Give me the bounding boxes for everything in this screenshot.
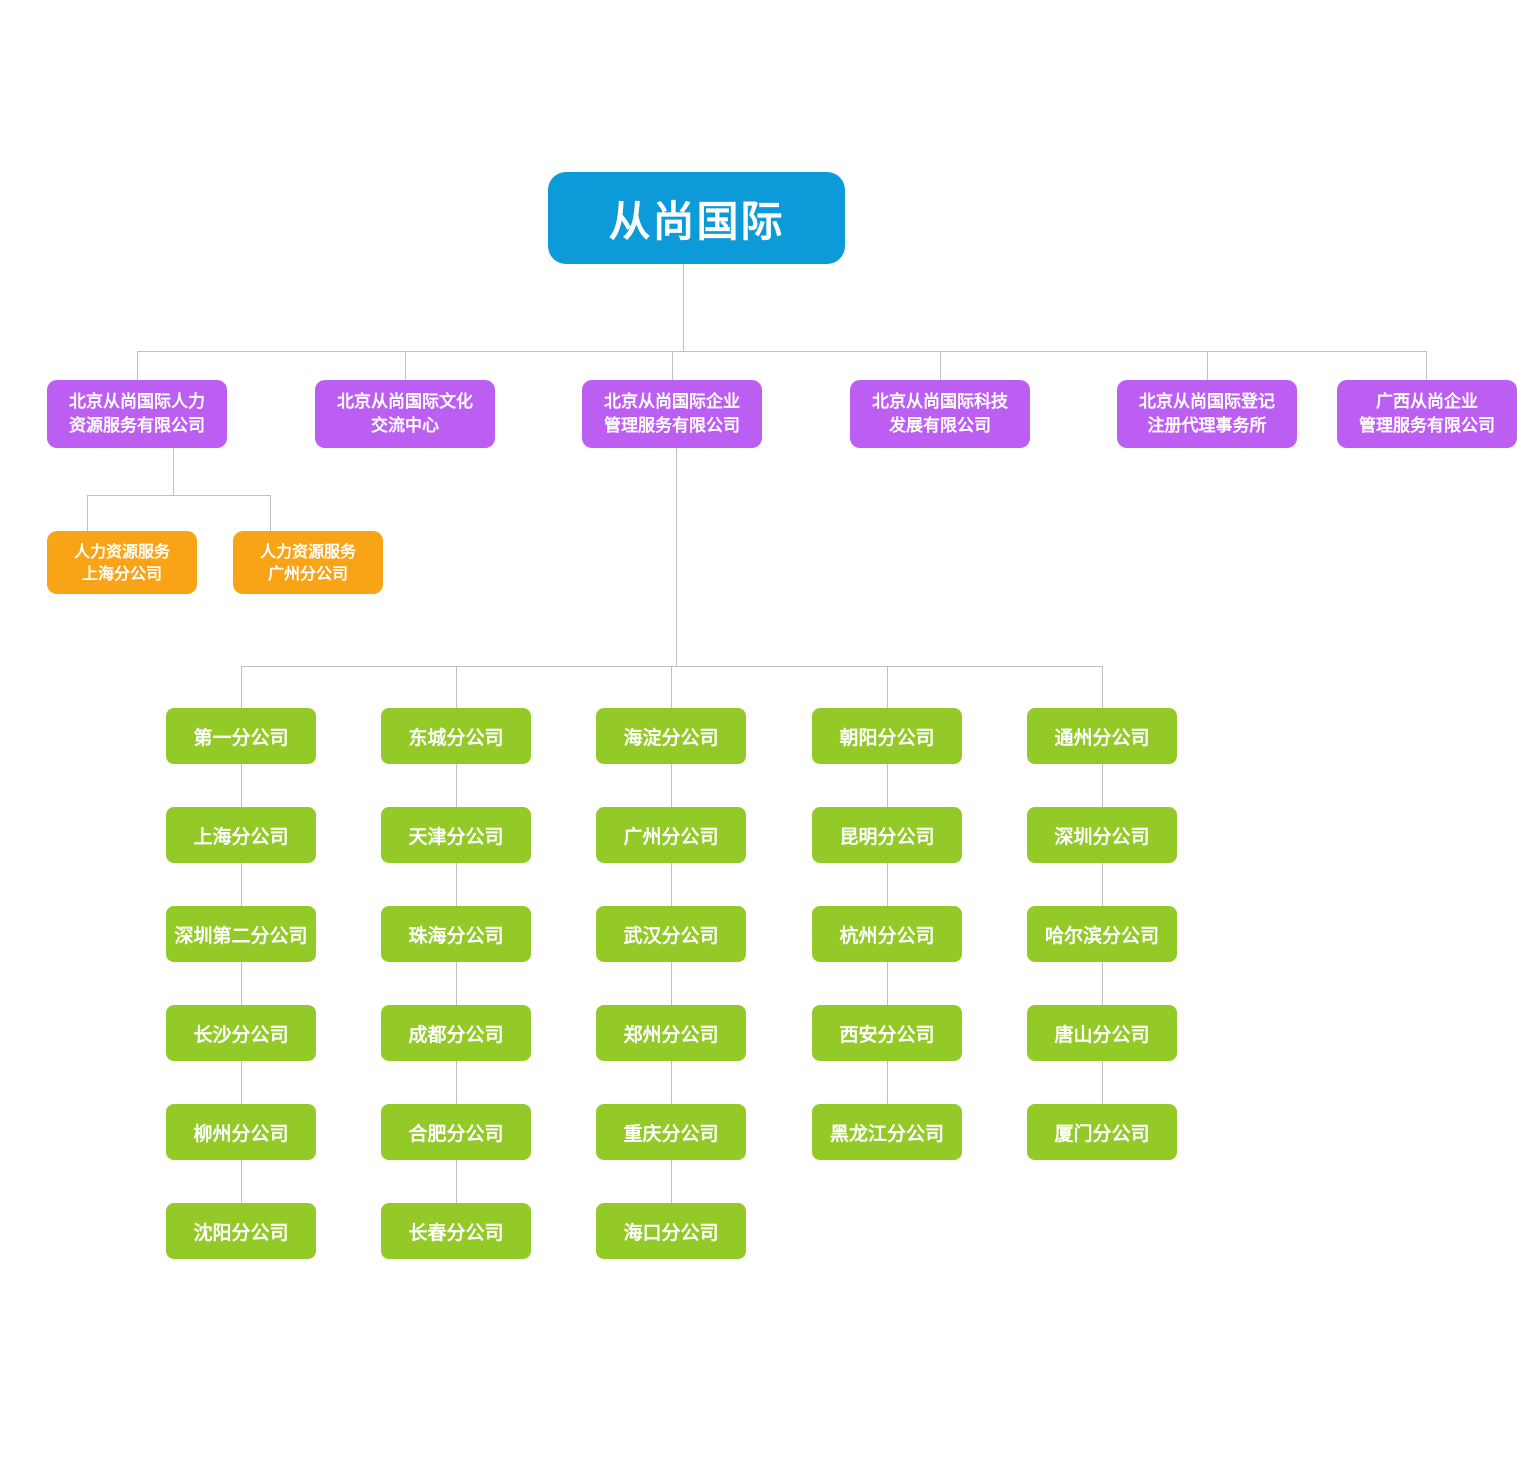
branch-office-node: 沈阳分公司 [166, 1203, 316, 1259]
branch-office-node: 海口分公司 [596, 1203, 746, 1259]
branch-office-node: 杭州分公司 [812, 906, 962, 962]
branch-office-label: 哈尔滨分公司 [1044, 924, 1159, 947]
branch-office-label: 西安分公司 [839, 1023, 935, 1046]
branch-office-node: 黑龙江分公司 [812, 1104, 962, 1160]
branch-office-label: 海口分公司 [623, 1221, 719, 1244]
branch-office-node: 海淀分公司 [596, 708, 746, 764]
branch-office-label: 上海分公司 [193, 825, 289, 848]
subsidiary-label: 北京从尚国际企业 管理服务有限公司 [604, 392, 740, 436]
branch-office-label: 成都分公司 [408, 1023, 504, 1046]
branch-office-node: 东城分公司 [381, 708, 531, 764]
branch-office-label: 深圳分公司 [1054, 825, 1150, 848]
branch-office-node: 郑州分公司 [596, 1005, 746, 1061]
subsidiary-node-enterprise: 北京从尚国际企业 管理服务有限公司 [582, 380, 762, 448]
subsidiary-label: 北京从尚国际人力 资源服务有限公司 [69, 392, 205, 436]
branch-office-node: 第一分公司 [166, 708, 316, 764]
branch-office-label: 海淀分公司 [623, 726, 719, 749]
subsidiary-node-hr: 北京从尚国际人力 资源服务有限公司 [47, 380, 227, 448]
branch-office-node: 昆明分公司 [812, 807, 962, 863]
branch-office-node: 哈尔滨分公司 [1027, 906, 1177, 962]
branch-office-label: 重庆分公司 [623, 1122, 719, 1145]
subsidiary-label: 北京从尚国际科技 发展有限公司 [872, 392, 1008, 436]
branch-office-label: 郑州分公司 [623, 1023, 719, 1046]
branch-office-node: 天津分公司 [381, 807, 531, 863]
branch-office-node: 朝阳分公司 [812, 708, 962, 764]
root-node: 从尚国际 [548, 172, 845, 264]
branch-office-label: 武汉分公司 [623, 924, 719, 947]
branch-office-node: 深圳分公司 [1027, 807, 1177, 863]
branch-office-node: 长沙分公司 [166, 1005, 316, 1061]
branch-office-node: 厦门分公司 [1027, 1104, 1177, 1160]
branch-office-node: 西安分公司 [812, 1005, 962, 1061]
branch-office-label: 杭州分公司 [839, 924, 935, 947]
branch-office-node: 重庆分公司 [596, 1104, 746, 1160]
subsidiary-node-culture: 北京从尚国际文化 交流中心 [315, 380, 495, 448]
branch-office-label: 通州分公司 [1054, 726, 1150, 749]
branch-label: 人力资源服务 上海分公司 [73, 541, 170, 583]
branch-office-node: 上海分公司 [166, 807, 316, 863]
subsidiary-node-registration: 北京从尚国际登记 注册代理事务所 [1117, 380, 1297, 448]
branch-office-node: 珠海分公司 [381, 906, 531, 962]
branch-office-label: 沈阳分公司 [193, 1221, 289, 1244]
branch-office-label: 东城分公司 [408, 726, 504, 749]
branch-office-label: 第一分公司 [193, 726, 289, 749]
branch-office-node: 广州分公司 [596, 807, 746, 863]
branch-office-label: 天津分公司 [408, 825, 504, 848]
subsidiary-node-guangxi: 广西从尚企业 管理服务有限公司 [1337, 380, 1517, 448]
branch-office-label: 厦门分公司 [1054, 1122, 1150, 1145]
branch-office-label: 朝阳分公司 [839, 726, 935, 749]
root-node-label: 从尚国际 [608, 196, 785, 246]
subsidiary-label: 北京从尚国际登记 注册代理事务所 [1139, 392, 1275, 436]
branch-office-node: 长春分公司 [381, 1203, 531, 1259]
branch-office-label: 长春分公司 [408, 1221, 504, 1244]
subsidiary-node-tech: 北京从尚国际科技 发展有限公司 [850, 380, 1030, 448]
branch-office-label: 合肥分公司 [408, 1122, 504, 1145]
hr-shanghai-branch-node: 人力资源服务 上海分公司 [47, 531, 197, 594]
branch-office-label: 广州分公司 [623, 825, 719, 848]
branch-office-label: 珠海分公司 [408, 924, 504, 947]
branch-office-label: 黑龙江分公司 [829, 1122, 944, 1145]
branch-office-node: 成都分公司 [381, 1005, 531, 1061]
branch-label: 人力资源服务 广州分公司 [259, 541, 356, 583]
branch-office-node: 武汉分公司 [596, 906, 746, 962]
branch-office-node: 深圳第二分公司 [166, 906, 316, 962]
branch-office-label: 柳州分公司 [193, 1122, 289, 1145]
branch-office-label: 深圳第二分公司 [174, 924, 308, 947]
subsidiary-label: 北京从尚国际文化 交流中心 [337, 392, 473, 436]
branch-office-node: 通州分公司 [1027, 708, 1177, 764]
subsidiary-label: 广西从尚企业 管理服务有限公司 [1359, 392, 1495, 436]
branch-office-label: 长沙分公司 [193, 1023, 289, 1046]
branch-office-node: 柳州分公司 [166, 1104, 316, 1160]
branch-office-label: 昆明分公司 [839, 825, 935, 848]
branch-office-node: 唐山分公司 [1027, 1005, 1177, 1061]
branch-office-label: 唐山分公司 [1054, 1023, 1150, 1046]
branch-office-node: 合肥分公司 [381, 1104, 531, 1160]
hr-guangzhou-branch-node: 人力资源服务 广州分公司 [233, 531, 383, 594]
